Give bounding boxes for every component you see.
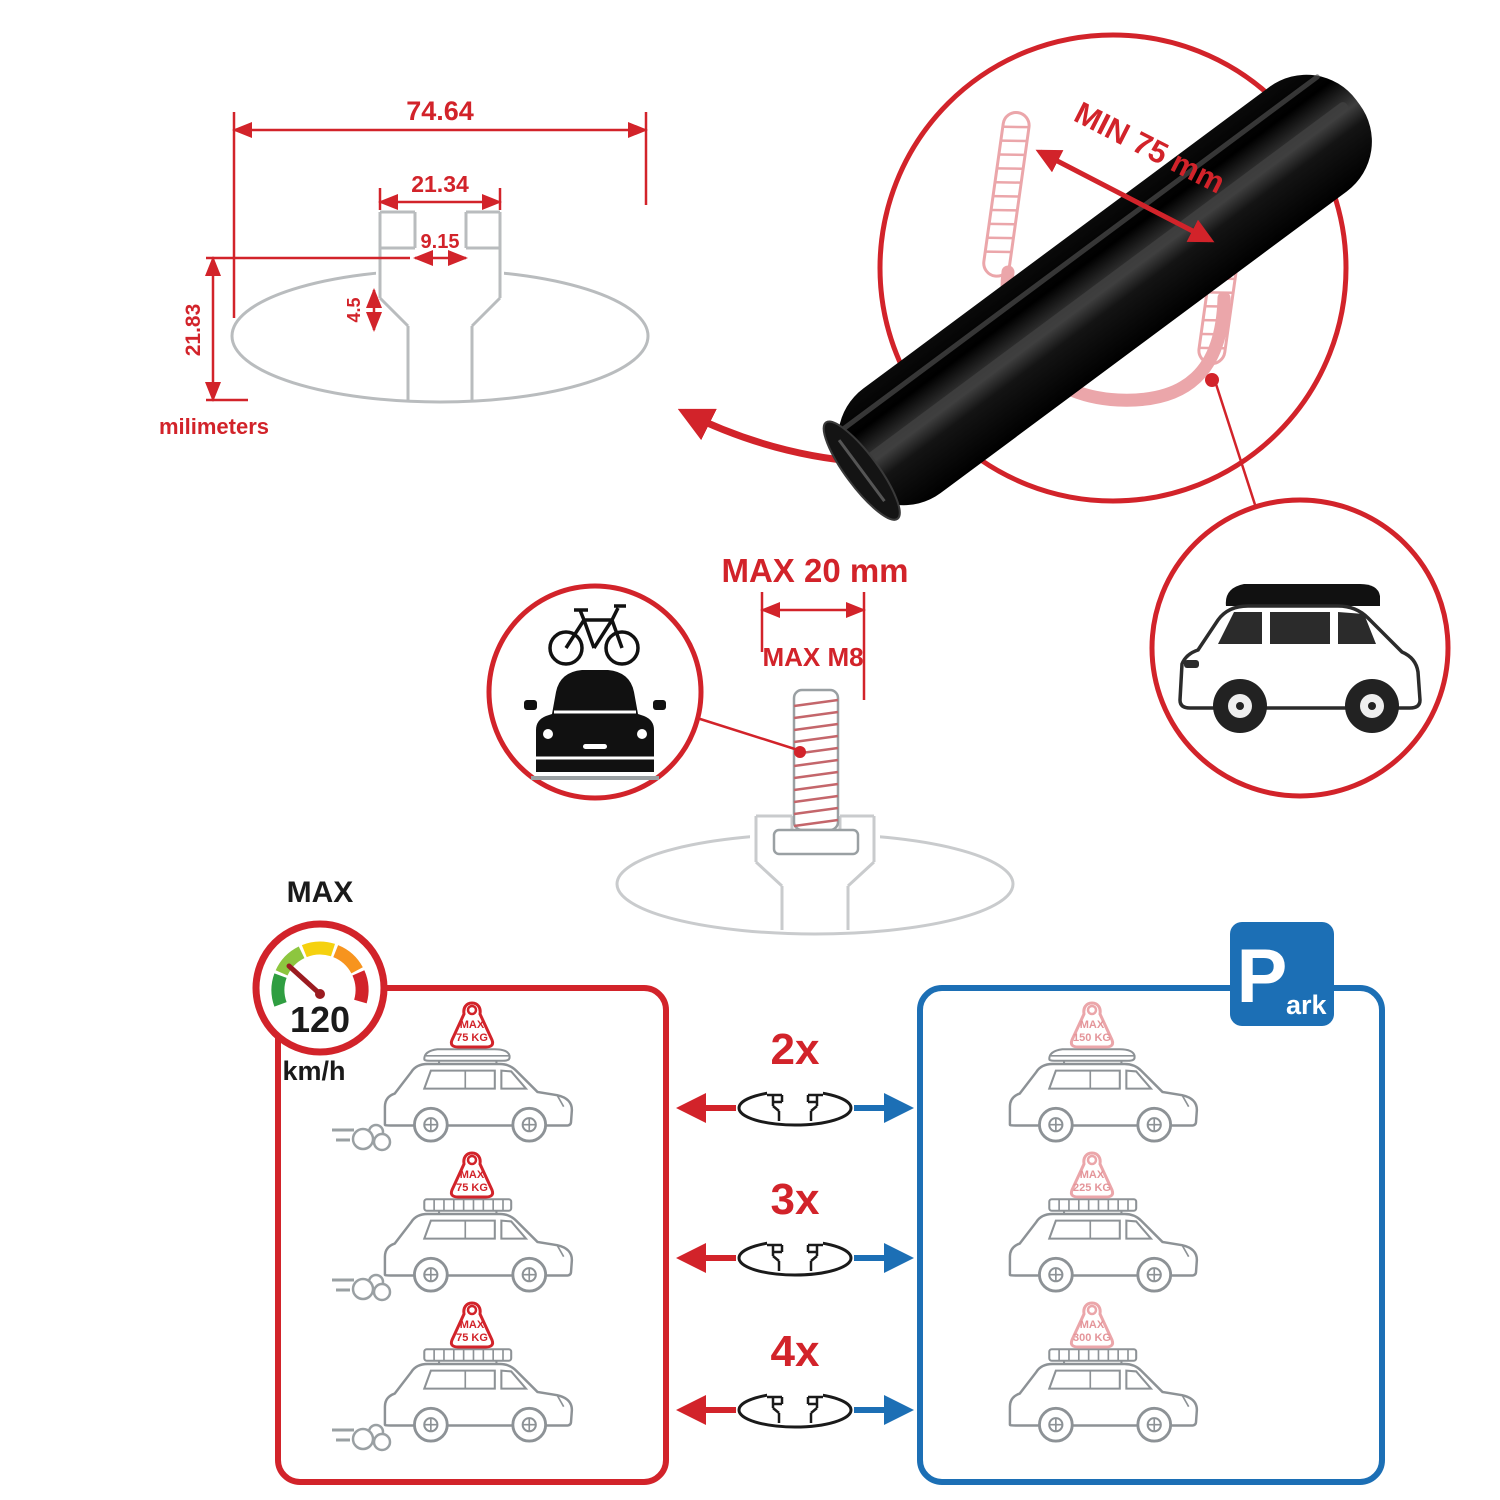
driving-car-row: MAX 75 KG [330, 1301, 574, 1452]
tag-weight: 225 KG [1073, 1182, 1111, 1194]
speed-unit: km/h [282, 1056, 345, 1086]
crossbar-count-column: 2x 3x 4x [676, 1025, 914, 1429]
cross-section-diagram: 74.64 21.34 9.15 4.5 21.83 milimeters [159, 96, 650, 439]
tag-weight: 300 KG [1073, 1332, 1111, 1344]
tag-weight: 75 KG [456, 1182, 488, 1194]
speed-title: MAX [287, 876, 354, 909]
dim-profile-height: 21.83 [182, 304, 205, 357]
min-span-arrow [1035, 149, 1215, 243]
tag-max-label: MAX [1080, 1019, 1105, 1031]
t-bolt [772, 688, 860, 856]
count-4x: 4x [771, 1327, 820, 1376]
dim-total-width: 74.64 [406, 96, 474, 126]
park-sign-letter: P [1237, 934, 1288, 1019]
tag-max-label: MAX [1080, 1319, 1105, 1331]
tag-weight: 75 KG [456, 1032, 488, 1044]
bolt-spec-diagram: MAX 20 mm MAX M8 [615, 552, 1015, 936]
dim-channel-width: 21.34 [411, 171, 469, 197]
clamp-point-dot [1205, 373, 1219, 387]
tag-max-label: MAX [1080, 1169, 1105, 1181]
units-label: milimeters [159, 414, 269, 439]
roofbox-car-badge [1149, 497, 1451, 799]
detail-connector-line [1214, 383, 1260, 515]
gauge-needle [286, 963, 323, 997]
load-tag: MAX 225 KG [1069, 1151, 1115, 1199]
car-front-icon [524, 670, 666, 780]
tag-max-label: MAX [460, 1019, 485, 1031]
parked-car-row: MAX 300 KG [1008, 1301, 1199, 1443]
tag-weight: 150 KG [1073, 1032, 1111, 1044]
park-sign-suffix: ark [1286, 990, 1328, 1020]
load-tag: MAX 150 KG [1069, 1001, 1115, 1049]
t-slot-channel [378, 210, 502, 400]
bolt-thread-label: MAX M8 [762, 642, 863, 672]
park-sign: P ark [1230, 922, 1334, 1026]
dim-slot-width: 9.15 [421, 231, 460, 253]
speed-value: 120 [290, 999, 350, 1040]
parked-car-row: MAX 150 KG [1008, 1001, 1199, 1143]
bolt-connector-line [696, 716, 799, 752]
tag-max-label: MAX [460, 1319, 485, 1331]
dim-lip-depth: 4.5 [344, 297, 364, 322]
speed-limit-gauge: MAX 120 km/h [252, 876, 388, 1086]
load-tag: MAX 300 KG [1069, 1301, 1115, 1349]
load-comparison: P ark MAX 120 km/h MAX 75 [252, 876, 1385, 1485]
bolt-point-dot [794, 746, 806, 758]
load-tag: MAX 75 KG [449, 1151, 495, 1199]
parked-car-row: MAX 225 KG [1008, 1151, 1199, 1293]
count-3x: 3x [771, 1175, 820, 1224]
load-tag: MAX 75 KG [449, 1301, 495, 1349]
roof-box [1225, 584, 1380, 606]
count-2x: 2x [771, 1025, 820, 1074]
crossbar-zoom-detail: MIN 75 mm [822, 32, 1372, 521]
driving-car-row: MAX 75 KG [330, 1151, 574, 1302]
bolt-max-width-label: MAX 20 mm [721, 552, 908, 589]
bike-car-badge [486, 583, 704, 801]
bicycle-icon [548, 604, 640, 666]
clamp-rod-left [982, 110, 1031, 278]
load-tag: MAX 75 KG [449, 1001, 495, 1049]
driving-car-row: MAX 75 KG [330, 1001, 574, 1152]
tag-weight: 75 KG [456, 1332, 488, 1344]
tag-max-label: MAX [460, 1169, 485, 1181]
